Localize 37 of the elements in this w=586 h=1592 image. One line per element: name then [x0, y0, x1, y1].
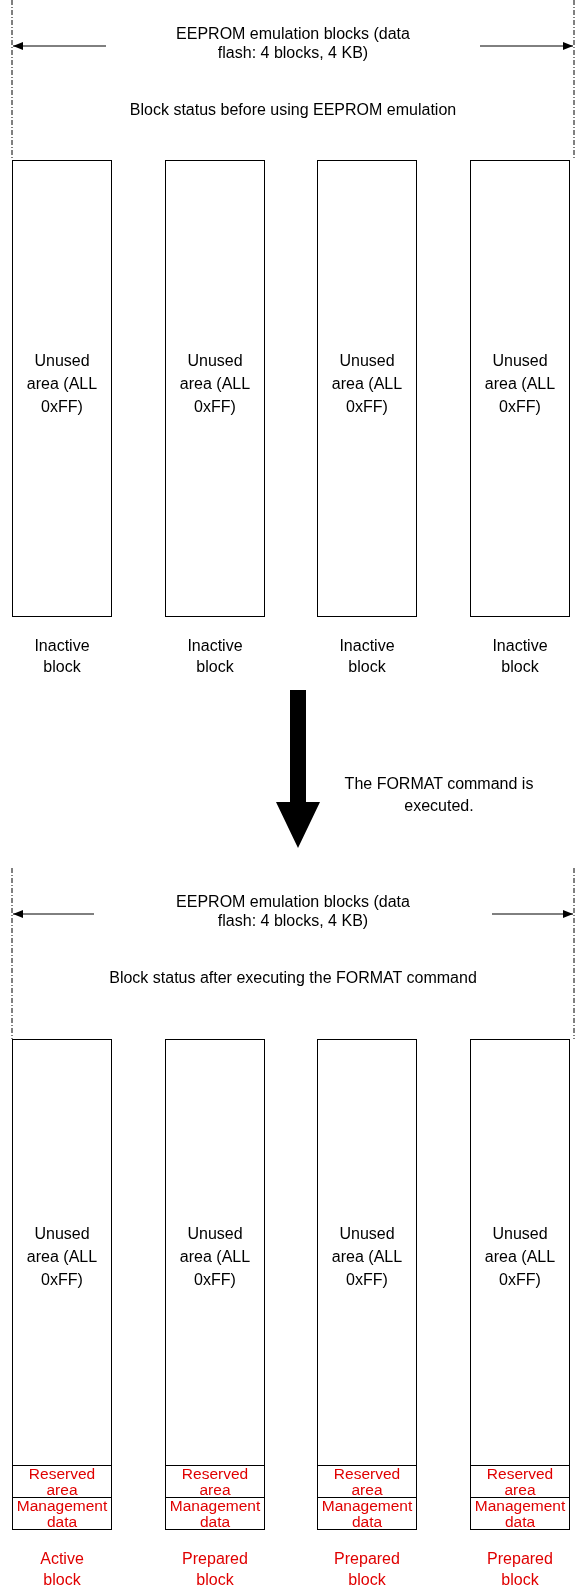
block-caption: Prepared block [181, 1549, 249, 1590]
dimension-label: EEPROM emulation blocks (data flash: 4 blocks, 4 KB) [175, 24, 411, 62]
block-text: Unused area (ALL 0xFF) [25, 1224, 99, 1290]
memory-block [317, 160, 417, 617]
block-caption: Active block [39, 1549, 85, 1590]
block-text: Unused area (ALL 0xFF) [178, 351, 252, 417]
block-text: Unused area (ALL 0xFF) [483, 1224, 557, 1290]
section-heading: Block status before using EEPROM emulation [128, 100, 458, 119]
block-caption: Prepared block [333, 1549, 401, 1590]
memory-region: Management data [166, 1497, 264, 1529]
block-caption: Inactive block [338, 636, 396, 677]
block-caption: Prepared block [486, 1549, 554, 1590]
section-heading: Block status after executing the FORMAT command [108, 968, 478, 987]
memory-region: Reserved area [318, 1465, 416, 1497]
memory-block [470, 160, 570, 617]
block-text: Unused area (ALL 0xFF) [25, 351, 99, 417]
memory-block [12, 160, 112, 617]
block-caption: Inactive block [186, 636, 244, 677]
memory-block [12, 1039, 112, 1530]
dimension-label: EEPROM emulation blocks (data flash: 4 blocks, 4 KB) [175, 892, 411, 930]
memory-region: Reserved area [166, 1465, 264, 1497]
block-caption: Inactive block [491, 636, 549, 677]
memory-region: Reserved area [13, 1465, 111, 1497]
block-text: Unused area (ALL 0xFF) [483, 351, 557, 417]
memory-block [317, 1039, 417, 1530]
memory-block [470, 1039, 570, 1530]
memory-block [165, 1039, 265, 1530]
block-caption: Inactive block [33, 636, 91, 677]
memory-block [165, 160, 265, 617]
block-text: Unused area (ALL 0xFF) [330, 351, 404, 417]
block-text: Unused area (ALL 0xFF) [178, 1224, 252, 1290]
block-text: Unused area (ALL 0xFF) [330, 1224, 404, 1290]
arrow-note: The FORMAT command is executed. [343, 774, 535, 816]
memory-region: Management data [471, 1497, 569, 1529]
memory-region: Reserved area [471, 1465, 569, 1497]
memory-region: Management data [13, 1497, 111, 1529]
memory-region: Management data [318, 1497, 416, 1529]
